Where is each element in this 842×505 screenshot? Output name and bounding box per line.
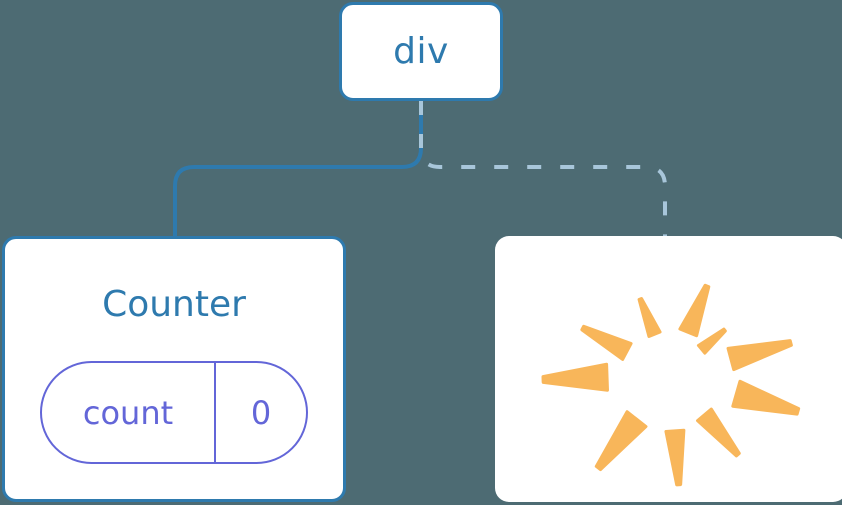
- sparkle-ray-10: [637, 296, 662, 338]
- node-counter[interactable]: Counter count 0: [2, 236, 346, 502]
- prop-name-count: count: [82, 393, 174, 432]
- sparkle-ray-9: [580, 324, 633, 361]
- node-sparkle[interactable]: [495, 236, 842, 502]
- sparkle-ray-4: [731, 379, 801, 416]
- sparkle-ray-2: [696, 327, 727, 355]
- node-div[interactable]: div: [339, 2, 503, 101]
- sparkle-ray-6: [664, 428, 686, 487]
- edge-div-to-counter: [173, 101, 423, 237]
- sparkle-ray-5: [696, 407, 741, 458]
- prop-pill-count[interactable]: count 0: [40, 361, 308, 464]
- prop-value-count: 0: [214, 363, 306, 462]
- edge-div-to-sparkle: [419, 101, 667, 237]
- sparkle-ray-1: [678, 283, 711, 338]
- sparkle-ray-8: [541, 362, 609, 392]
- node-div-label: div: [393, 30, 449, 72]
- node-counter-title: Counter: [102, 284, 246, 325]
- sparkle-burst-icon: [541, 283, 801, 487]
- sparkle-ray-7: [594, 410, 648, 472]
- sparkle-ray-3: [726, 339, 793, 372]
